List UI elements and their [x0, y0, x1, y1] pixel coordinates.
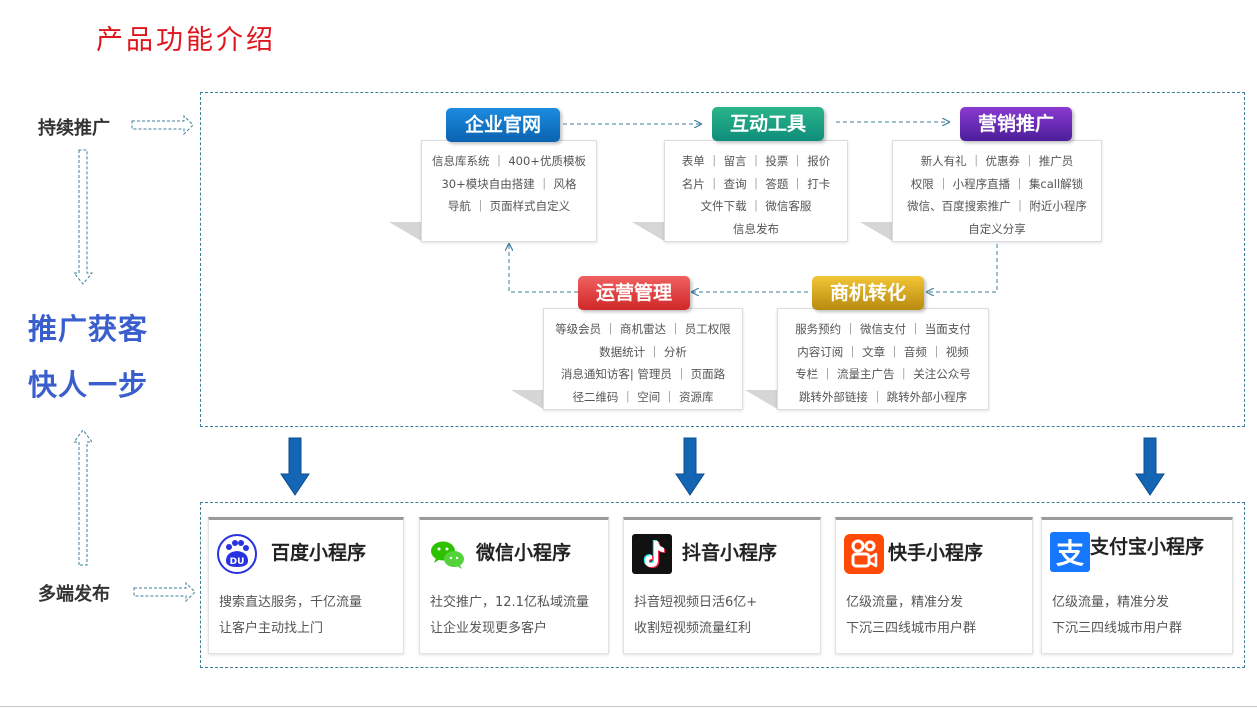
connector-operations-website: [509, 244, 578, 293]
connector-marketing-conversion: [927, 244, 998, 292]
feature-line: 消息通知访客| 管理员 ｜ 页面路: [560, 367, 726, 381]
svg-text:支: 支: [1056, 537, 1084, 570]
feature-line: 新人有礼 ｜ 优惠券 ｜ 推广员: [920, 154, 1074, 168]
feature-line: 等级会员 ｜ 商机雷达 ｜ 员工权限: [555, 322, 731, 336]
shadow-tools: [632, 222, 666, 242]
feature-box-conversion: 服务预约 ｜ 微信支付 ｜ 当面支付 内容订阅 ｜ 文章 ｜ 音频 ｜ 视频 专…: [777, 308, 989, 410]
feature-line: 名片 ｜ 查询 ｜ 答题 ｜ 打卡: [681, 176, 831, 191]
platform-desc: 抖音短视频日活6亿+: [634, 595, 758, 610]
feature-line: 信息发布: [733, 221, 779, 236]
baidu-paw-icon: DU: [217, 534, 257, 574]
feature-tag-marketing: 营销推广: [960, 107, 1072, 141]
feature-line: 微信、百度搜索推广 ｜ 附近小程序: [907, 199, 1087, 213]
feature-line: 径二维码 ｜ 空间 ｜ 资源库: [572, 389, 714, 404]
feature-line: 专栏 ｜ 流量主广告 ｜ 关注公众号: [795, 367, 971, 381]
feature-box-website: 信息库系统 ｜ 400+优质模板 30+模块自由搭建 ｜ 风格 导航 ｜ 页面样…: [421, 140, 597, 242]
platform-desc: 亿级流量，精准分发: [1052, 595, 1170, 610]
feature-line: 内容订阅 ｜ 文章 ｜ 音频 ｜ 视频: [797, 344, 969, 359]
feature-line: 导航 ｜ 页面样式自定义: [447, 199, 571, 213]
platform-desc: 社交推广，12.1亿私域流量: [430, 595, 589, 610]
slogan-line-1: 推广获客: [28, 312, 149, 346]
feature-tag-website: 企业官网: [446, 108, 560, 142]
platform-name: 快手小程序: [888, 542, 984, 564]
label-multi-platform: 多端发布: [38, 584, 110, 605]
slogan-line-2: 快人一步: [28, 368, 149, 402]
platforms-frame: [200, 502, 1245, 668]
feature-line: 表单 ｜ 留言 ｜ 投票 ｜ 报价: [681, 154, 831, 168]
platform-desc: 下沉三四线城市用户群: [1052, 621, 1183, 636]
platform-name: 百度小程序: [271, 542, 367, 564]
arrow-down-left: [72, 149, 94, 285]
down-arrow-1: [280, 437, 310, 496]
feature-line: 跳转外部链接 ｜ 跳转外部小程序: [798, 389, 968, 404]
platform-card-baidu: DU 百度小程序 搜索直达服务，千亿流量 让客户主动找上门: [208, 517, 404, 654]
down-arrow-2: [675, 437, 705, 496]
platform-card-kuaishou: 快手小程序 亿级流量，精准分发 下沉三四线城市用户群: [835, 517, 1033, 654]
wechat-icon: [431, 541, 464, 569]
arrow-up-left: [73, 429, 93, 566]
platform-card-douyin: 抖音小程序 抖音短视频日活6亿+ 收割短视频流量红利: [623, 517, 821, 654]
platform-name: 微信小程序: [476, 542, 572, 564]
down-arrow-3: [1135, 437, 1165, 496]
platform-desc: 亿级流量，精准分发: [846, 595, 964, 610]
feature-line: 服务预约 ｜ 微信支付 ｜ 当面支付: [795, 322, 971, 336]
shadow-operations: [511, 390, 545, 410]
platform-desc: 让客户主动找上门: [219, 621, 324, 636]
kuaishou-icon: [844, 534, 884, 574]
feature-box-marketing: 新人有礼 ｜ 优惠券 ｜ 推广员 权限 ｜ 小程序直播 ｜ 集call解锁 微信…: [892, 140, 1102, 242]
svg-text:DU: DU: [230, 557, 245, 567]
platform-desc: 让企业发现更多客户: [430, 621, 548, 636]
douyin-note-icon: [632, 534, 672, 574]
page-title: 产品功能介绍: [96, 25, 276, 56]
feature-line: 信息库系统 ｜ 400+优质模板: [432, 154, 586, 168]
shadow-marketing: [860, 222, 894, 242]
feature-tag-conversion: 商机转化: [812, 276, 924, 310]
feature-line: 权限 ｜ 小程序直播 ｜ 集call解锁: [910, 176, 1084, 191]
feature-box-operations: 等级会员 ｜ 商机雷达 ｜ 员工权限 数据统计 ｜ 分析 消息通知访客| 管理员…: [543, 308, 743, 410]
feature-box-tools: 表单 ｜ 留言 ｜ 投票 ｜ 报价 名片 ｜ 查询 ｜ 答题 ｜ 打卡 文件下载…: [664, 140, 848, 242]
platform-name: 抖音小程序: [682, 542, 778, 564]
feature-line: 数据统计 ｜ 分析: [599, 344, 687, 359]
feature-tag-operations: 运营管理: [578, 276, 690, 310]
features-frame: [200, 92, 1245, 427]
label-continuous-promotion: 持续推广: [38, 118, 110, 139]
arrow-to-platforms: [133, 581, 196, 603]
arrow-to-features: [131, 114, 194, 136]
platform-desc: 收割短视频流量红利: [634, 621, 752, 636]
platform-name: 支付宝小程序: [1090, 536, 1205, 558]
feature-line: 文件下载 ｜ 微信客服: [700, 199, 812, 213]
platform-card-wechat: 微信小程序 社交推广，12.1亿私域流量 让企业发现更多客户: [419, 517, 609, 654]
platform-card-alipay: 支 支付宝小程序 亿级流量，精准分发 下沉三四线城市用户群: [1041, 517, 1233, 654]
bottom-rule: [0, 706, 1257, 707]
feature-line: 30+模块自由搭建 ｜ 风格: [441, 176, 577, 191]
shadow-website: [389, 222, 423, 242]
platform-desc: 下沉三四线城市用户群: [846, 621, 977, 636]
alipay-icon: 支: [1050, 532, 1090, 572]
shadow-conversion: [745, 390, 779, 410]
platform-desc: 搜索直达服务，千亿流量: [219, 595, 363, 610]
feature-tag-tools: 互动工具: [712, 107, 824, 141]
feature-line: 自定义分享: [968, 221, 1026, 236]
